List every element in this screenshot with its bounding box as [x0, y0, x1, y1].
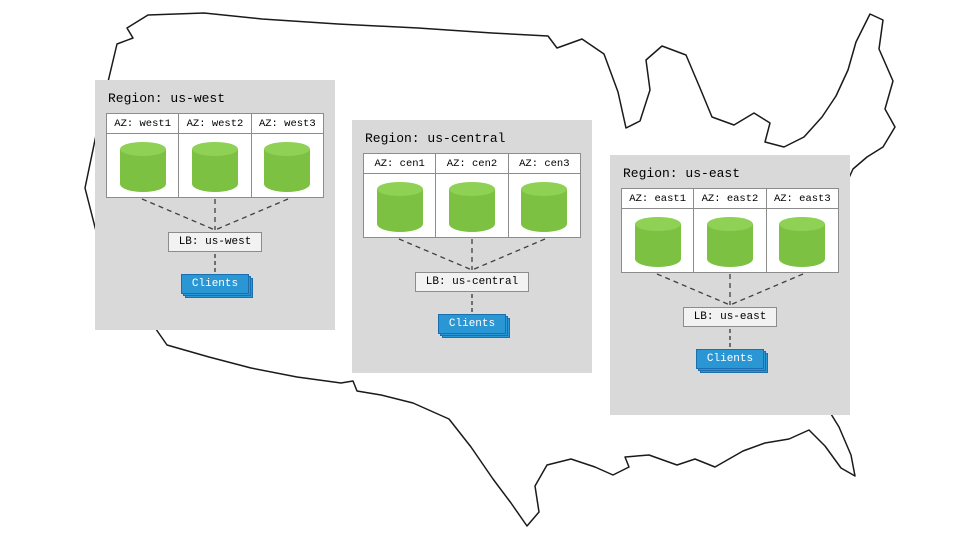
region-title: Region: us-central: [365, 131, 506, 146]
database-icon: [634, 217, 681, 267]
region-card-us-east: Region: us-east AZ: east1 AZ: east2 AZ: …: [610, 155, 850, 415]
region-card-us-central: Region: us-central AZ: cen1 AZ: cen2 AZ:…: [352, 120, 592, 373]
az-cell: AZ: east2: [694, 188, 767, 273]
load-balancer-node: LB: us-east: [682, 307, 778, 327]
az-label: AZ: east2: [694, 189, 766, 209]
database-icon: [264, 142, 311, 192]
az-to-lb-connector-lines: [141, 198, 289, 231]
az-row: AZ: west1 AZ: west2 AZ: west3: [106, 113, 324, 198]
az-cell: AZ: cen2: [436, 153, 509, 238]
database-icon: [376, 182, 423, 232]
az-label: AZ: west1: [107, 114, 179, 134]
az-label: AZ: cen2: [436, 154, 508, 174]
az-to-lb-connector-lines: [656, 273, 804, 306]
az-label: AZ: east3: [766, 189, 838, 209]
az-cell: AZ: cen1: [363, 153, 437, 238]
az-row: AZ: east1 AZ: east2 AZ: east3: [621, 188, 839, 273]
database-icon: [521, 182, 568, 232]
az-cell: AZ: west3: [251, 113, 324, 198]
az-cell: AZ: west2: [179, 113, 252, 198]
database-icon: [779, 217, 826, 267]
lb-to-clients-connector-line: [729, 329, 731, 347]
load-balancer-node: LB: us-central: [414, 272, 530, 292]
database-icon: [119, 142, 166, 192]
az-label: AZ: east1: [622, 189, 694, 209]
az-label: AZ: cen1: [364, 154, 436, 174]
az-label: AZ: cen3: [508, 154, 580, 174]
az-row: AZ: cen1 AZ: cen2 AZ: cen3: [363, 153, 581, 238]
az-label: AZ: west2: [179, 114, 251, 134]
database-icon: [448, 182, 495, 232]
az-cell: AZ: west1: [106, 113, 180, 198]
az-cell: AZ: cen3: [508, 153, 581, 238]
clients-node: Clients: [180, 274, 250, 294]
database-icon: [191, 142, 238, 192]
clients-node: Clients: [437, 314, 507, 334]
region-title: Region: us-east: [623, 166, 741, 181]
region-card-us-west: Region: us-west AZ: west1 AZ: west2 AZ: …: [95, 80, 335, 330]
clients-node: Clients: [695, 349, 765, 369]
az-cell: AZ: east1: [621, 188, 695, 273]
region-title: Region: us-west: [108, 91, 226, 106]
az-cell: AZ: east3: [766, 188, 839, 273]
lb-to-clients-connector-line: [214, 254, 216, 272]
az-to-lb-connector-lines: [398, 238, 546, 271]
lb-to-clients-connector-line: [471, 294, 473, 312]
load-balancer-node: LB: us-west: [167, 232, 263, 252]
az-label: AZ: west3: [251, 114, 323, 134]
database-icon: [706, 217, 753, 267]
